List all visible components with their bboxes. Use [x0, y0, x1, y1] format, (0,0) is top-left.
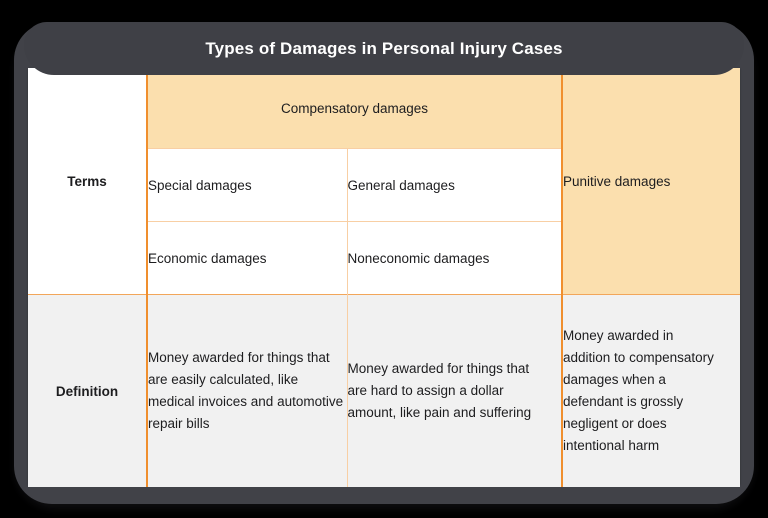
term-economic-damages: Economic damages [147, 221, 348, 295]
group-header-punitive-text: Punitive damages [563, 173, 671, 189]
definition-general-damages-text: Money awarded for things that are hard t… [347, 361, 532, 420]
term-special-damages: Special damages [147, 148, 348, 222]
row-label-definition-text: Definition [55, 383, 119, 399]
term-special-damages-text: Special damages [148, 177, 252, 193]
definition-special-damages-text: Money awarded for things that are easily… [148, 350, 344, 431]
comparison-table-container: Terms Compensatory damages Punitive dama… [28, 68, 741, 487]
table-row-definitions: Definition Money awarded for things that… [28, 294, 741, 487]
group-header-compensatory: Compensatory damages [147, 68, 564, 149]
term-noneconomic-damages-text: Noneconomic damages [347, 250, 490, 266]
definition-general-damages: Money awarded for things that are hard t… [347, 294, 564, 487]
row-label-terms: Terms [28, 68, 148, 295]
group-header-punitive: Punitive damages [562, 68, 741, 295]
page-title: Types of Damages in Personal Injury Case… [205, 39, 563, 58]
definition-punitive-damages: Money awarded in addition to compensator… [562, 294, 741, 487]
term-general-damages-text: General damages [347, 177, 455, 193]
definition-special-damages: Money awarded for things that are easily… [147, 294, 348, 487]
term-general-damages: General damages [347, 148, 564, 222]
term-noneconomic-damages: Noneconomic damages [347, 221, 564, 295]
row-label-definition: Definition [28, 294, 148, 487]
row-label-terms-text: Terms [67, 173, 107, 189]
table-row-terms-primary: Special damages General damages [28, 148, 740, 222]
definition-punitive-damages-text: Money awarded in addition to compensator… [563, 328, 714, 453]
title-bar: Types of Damages in Personal Injury Case… [24, 22, 744, 75]
comparison-table: Terms Compensatory damages Punitive dama… [28, 68, 741, 487]
group-header-compensatory-text: Compensatory damages [280, 100, 429, 116]
table-row-terms-secondary: Economic damages Noneconomic damages [28, 221, 740, 295]
term-economic-damages-text: Economic damages [148, 250, 267, 266]
table-row-group-headers: Terms Compensatory damages Punitive dama… [28, 68, 741, 295]
